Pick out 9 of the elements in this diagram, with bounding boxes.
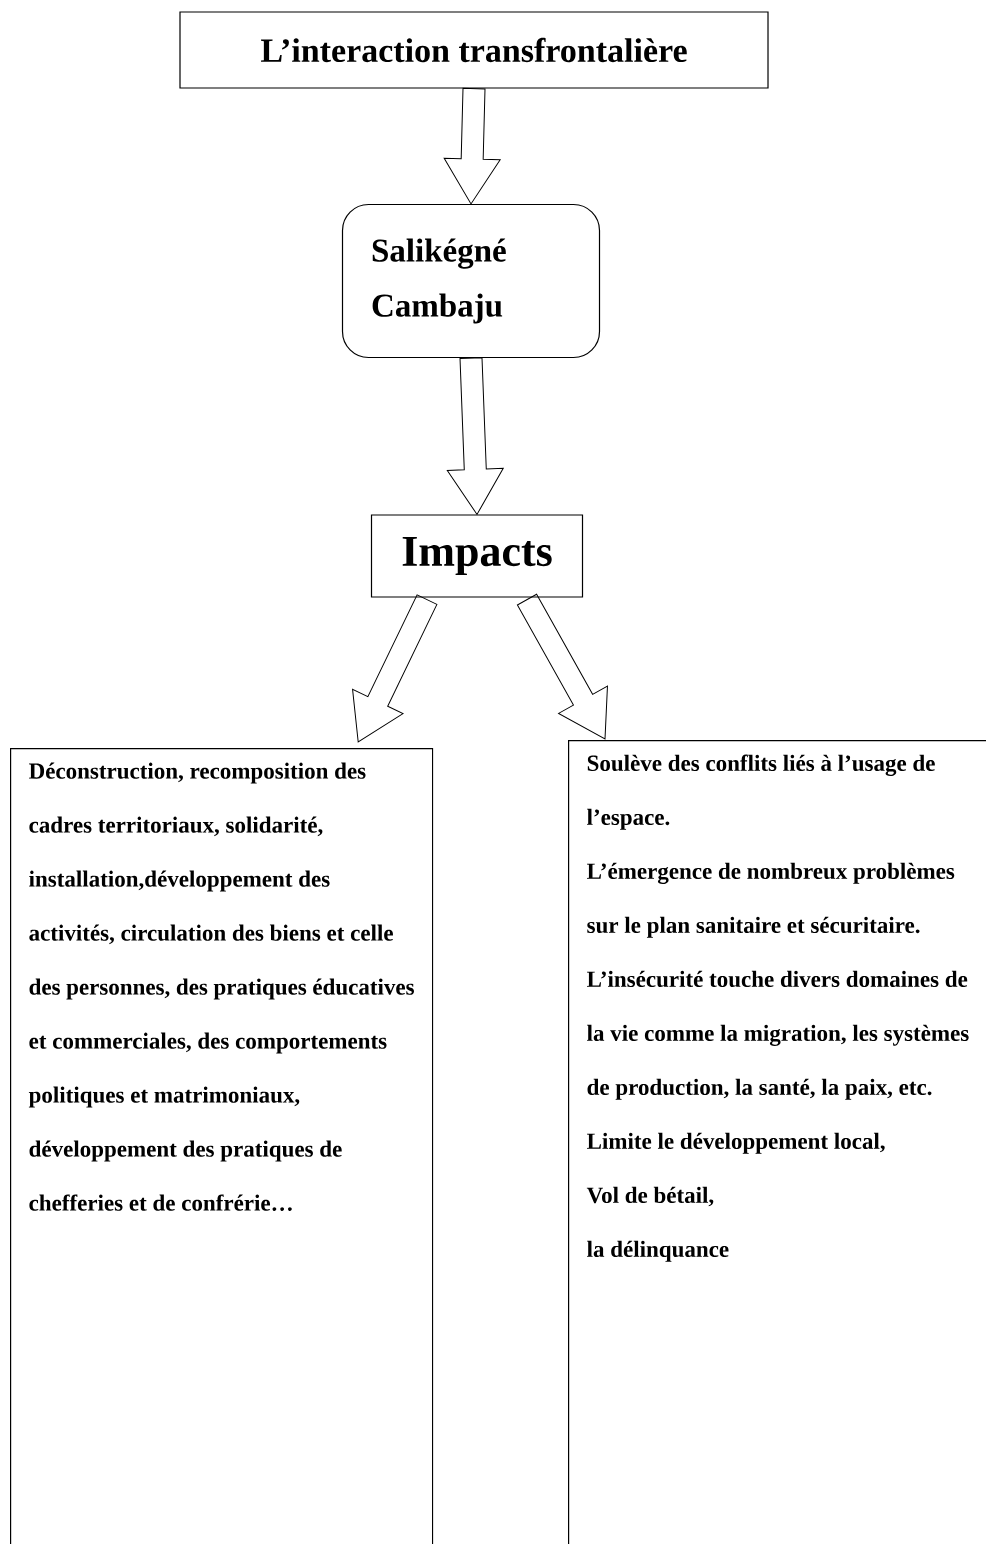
rounded-box: Salikégné Cambaju [341,203,601,359]
text-box: Soulève des conflits liés à l’usage de l’espace. L’émergence de nombreux problèmes sur le plan sanitaire et sécuritaire. L’insécurité touche divers domaines de la vie comme la migration, les systèmes de production, la santé, la paix, etc. Limite le développement local, Vol de bétail, la délinquance [568,740,986,1544]
block-arrow [352,594,438,743]
title-box: L’interaction transfrontalière [179,11,769,89]
box: Impacts [370,514,584,598]
text-box: Déconstruction, recomposition des cadres territoriaux, solidarité, installation,développement des activités, circulation des biens et celle des personnes, des pratiques éducatives et commerciales, des comportements politiques et matrimoniaux, développement des pratiques de chefferies et de confrérie… [10,748,434,1544]
block-arrow [516,593,608,740]
block-arrow [446,357,504,515]
block-arrow [443,87,501,205]
